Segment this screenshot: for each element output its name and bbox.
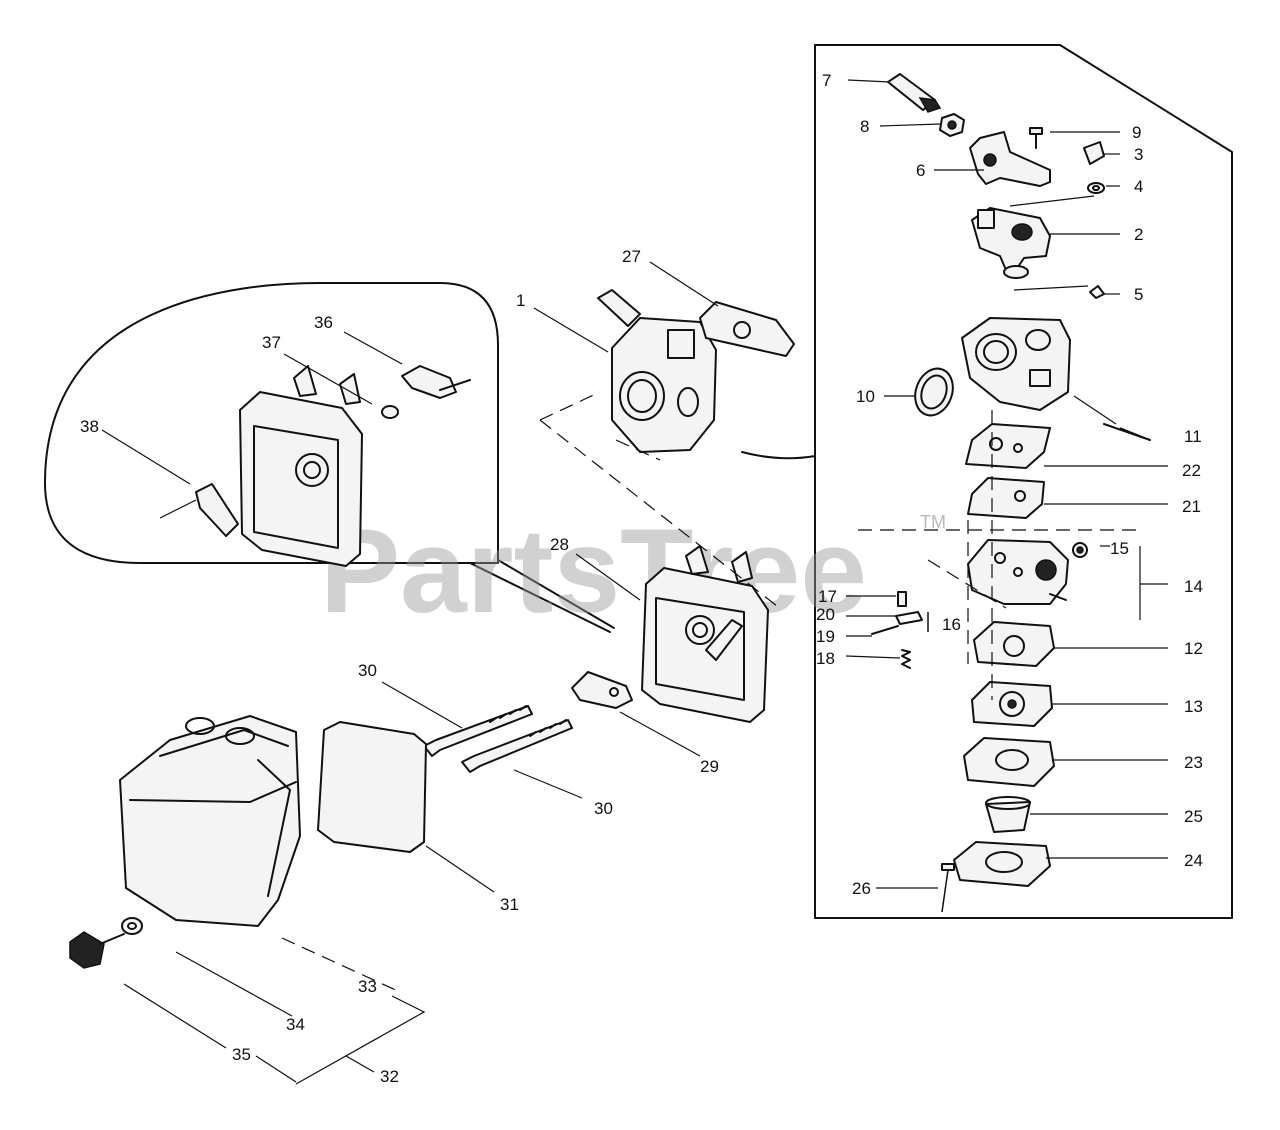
part-30-bolt-upper xyxy=(423,705,533,757)
callout-38: 38 xyxy=(80,417,99,436)
alignment-lines-main xyxy=(539,391,783,611)
callout-21: 21 xyxy=(1182,497,1201,516)
callout-14: 14 xyxy=(1184,577,1203,596)
part-24-plate xyxy=(953,841,1051,887)
part-10-gasket-ring xyxy=(914,367,954,417)
callout-19: 19 xyxy=(816,627,835,646)
part-3-cap xyxy=(1083,141,1105,165)
callout-23: 23 xyxy=(1184,753,1203,772)
callout-6: 6 xyxy=(916,161,925,180)
part-18-spring xyxy=(901,649,911,669)
inset-detail-bubble xyxy=(44,282,499,564)
part-4-washer xyxy=(1087,182,1105,194)
callout-32: 32 xyxy=(380,1067,399,1086)
callout-7: 7 xyxy=(822,71,831,90)
callout-20: 20 xyxy=(816,605,835,624)
callout-30-upper: 30 xyxy=(358,661,377,680)
callout-37: 37 xyxy=(262,333,281,352)
callout-18: 18 xyxy=(816,649,835,668)
callout-2: 2 xyxy=(1134,225,1143,244)
part-35-washer xyxy=(121,917,143,935)
part-25-filter-cup xyxy=(985,796,1031,833)
part-29-choke-plate xyxy=(571,671,633,709)
part-5-clip xyxy=(1089,285,1105,299)
callout-26: 26 xyxy=(852,879,871,898)
callout-13: 13 xyxy=(1184,697,1203,716)
part-6-lever xyxy=(969,131,1051,187)
part-38-choke-plate xyxy=(195,483,239,537)
callout-3: 3 xyxy=(1134,145,1143,164)
part-2-throttle-body xyxy=(971,207,1051,279)
callout-15: 15 xyxy=(1110,539,1129,558)
callout-34: 34 xyxy=(286,1015,305,1034)
callout-12: 12 xyxy=(1184,639,1203,658)
part-14-pump-body xyxy=(967,539,1069,605)
leader-lines xyxy=(101,79,1168,1085)
part-8-nut xyxy=(939,113,965,137)
callout-24: 24 xyxy=(1184,851,1203,870)
callout-36: 36 xyxy=(314,313,333,332)
part-carb-housing xyxy=(961,317,1071,411)
part-30-bolt-lower xyxy=(461,719,573,773)
part-7-choke-knob xyxy=(887,73,942,113)
part-21-diaphragm xyxy=(967,477,1045,519)
callout-25: 25 xyxy=(1184,807,1203,826)
part-9-screw xyxy=(1029,127,1043,149)
callout-30-lower: 30 xyxy=(594,799,613,818)
part-22-gasket xyxy=(965,423,1051,469)
part-12-gasket xyxy=(973,621,1055,667)
callout-5: 5 xyxy=(1134,285,1143,304)
part-37-washer xyxy=(381,405,399,419)
part-inset-filter-base xyxy=(239,365,363,567)
carburetor-detail-box xyxy=(814,44,1233,919)
callout-4: 4 xyxy=(1134,177,1143,196)
callout-33: 33 xyxy=(358,977,377,996)
watermark-text: PartsTree xyxy=(320,504,867,638)
callout-22: 22 xyxy=(1182,461,1201,480)
part-13-diaphragm xyxy=(971,681,1053,727)
part-19-shaft xyxy=(871,625,899,635)
callout-numbers: 7 8 9 3 6 4 2 5 27 1 36 37 38 10 11 22 2… xyxy=(80,71,1203,1086)
callout-10: 10 xyxy=(856,387,875,406)
alignment-lines-detail xyxy=(858,410,1140,700)
part-11-needle xyxy=(1103,423,1151,441)
callout-1: 1 xyxy=(516,291,525,310)
callout-27: 27 xyxy=(622,247,641,266)
callout-11: 11 xyxy=(1184,427,1202,446)
part-34-knob xyxy=(69,931,125,969)
watermark-trademark: TM xyxy=(920,512,946,532)
callout-35: 35 xyxy=(232,1045,251,1064)
part-20-lever xyxy=(895,611,923,625)
part-17-pin xyxy=(897,591,907,607)
part-15-seal xyxy=(1072,542,1088,558)
part-27-gasket xyxy=(699,301,795,357)
inset-pointer-line-a xyxy=(469,562,611,633)
part-31-filter-element xyxy=(317,721,427,853)
callout-31: 31 xyxy=(500,895,519,914)
callout-28: 28 xyxy=(550,535,569,554)
callout-17: 17 xyxy=(818,587,837,606)
part-33-air-filter-cover xyxy=(119,715,301,927)
part-36-lever xyxy=(401,365,471,399)
part-28-air-filter-base xyxy=(641,545,769,723)
part-26-screw xyxy=(941,863,955,913)
callout-8: 8 xyxy=(860,117,869,136)
callout-bubble-leader xyxy=(741,451,816,460)
part-1-carburetor xyxy=(597,289,717,453)
part-23-cover xyxy=(963,737,1055,787)
callout-16: 16 xyxy=(942,615,961,634)
callout-9: 9 xyxy=(1132,123,1141,142)
inset-pointer-line-b xyxy=(497,559,615,629)
callout-29: 29 xyxy=(700,757,719,776)
